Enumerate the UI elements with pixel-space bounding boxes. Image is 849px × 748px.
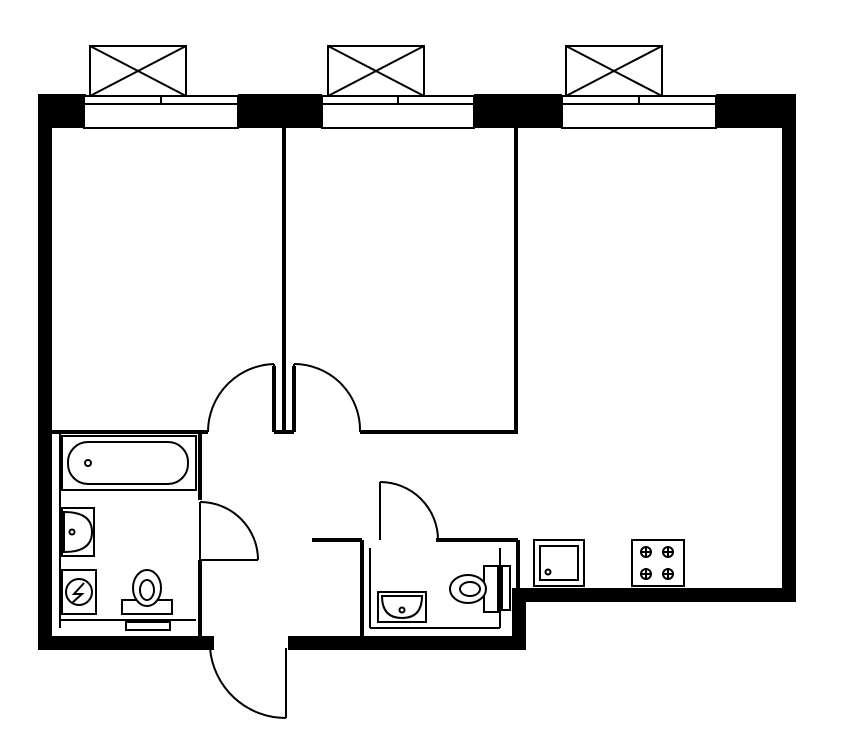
window-3	[561, 45, 717, 129]
bathtub-icon	[61, 435, 197, 491]
toilet-icon	[121, 569, 173, 631]
kitchen	[533, 539, 685, 587]
bottom-wall-right	[290, 636, 526, 650]
kitchen-bottom-wall	[518, 588, 796, 602]
toilet-icon	[449, 565, 511, 613]
door-swing-icon	[293, 363, 362, 433]
exterior-walls	[38, 94, 796, 650]
washbasin-icon	[61, 507, 95, 557]
sink-icon	[377, 591, 427, 623]
doors	[199, 363, 439, 720]
top-wall-mid-2	[474, 94, 562, 128]
toilet-room	[377, 565, 511, 623]
door-swing-icon	[209, 647, 287, 720]
door-swing-icon	[199, 501, 259, 561]
stove-icon	[631, 539, 685, 587]
kitchen-step-wall	[512, 588, 526, 650]
left-wall	[38, 94, 52, 650]
interior-walls	[52, 128, 520, 650]
door-swing-icon	[207, 363, 275, 433]
bottom-wall-left	[38, 636, 214, 650]
window-2	[321, 45, 475, 129]
right-wall	[782, 94, 796, 602]
window-1	[83, 45, 239, 129]
washing-machine-icon	[61, 569, 97, 615]
bathroom	[61, 435, 197, 631]
sink-icon	[533, 539, 585, 587]
top-wall-mid-1	[238, 94, 322, 128]
door-swing-icon	[379, 481, 439, 541]
